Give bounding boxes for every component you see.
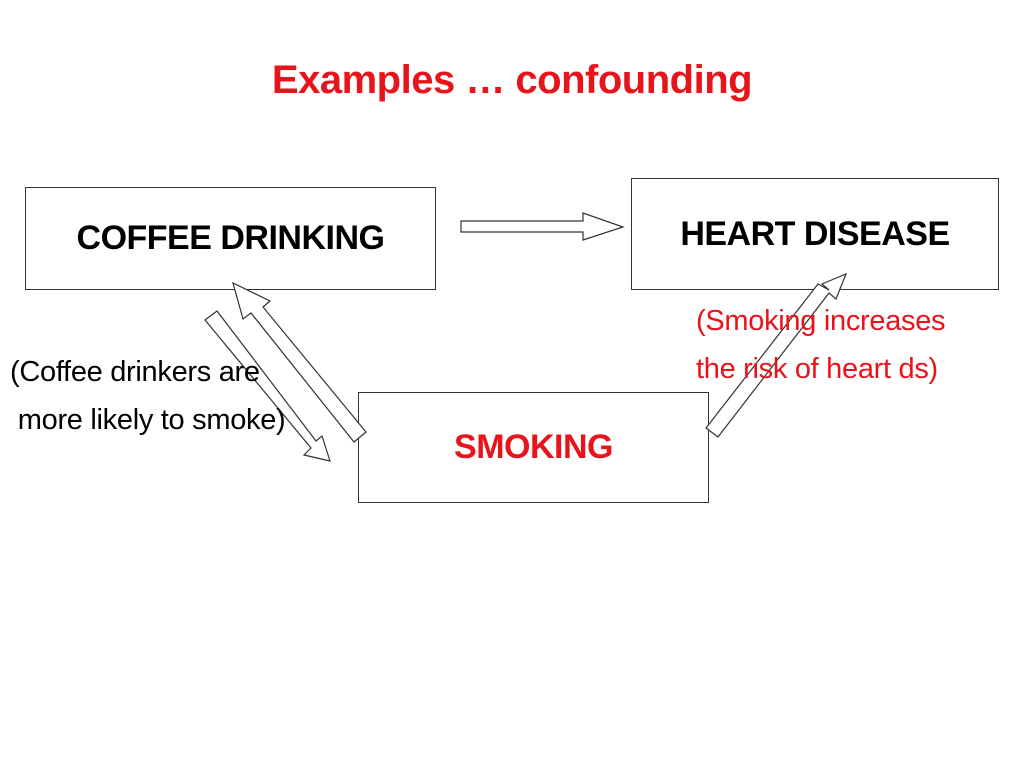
note-smoking-line1: (Smoking increases [696,305,946,337]
arrow-coffee-to-smoking [204,310,331,462]
heart-disease-box: HEART DISEASE [631,178,999,290]
smoking-box: SMOKING [358,392,709,503]
note-coffee-line1: (Coffee drinkers are [10,356,260,388]
note-coffee-smoking: (Coffee drinkers are more likely to smok… [10,348,286,444]
heart-disease-label: HEART DISEASE [680,215,950,253]
slide-title: Examples … confounding [271,58,753,102]
arrow-smoking-to-heart [705,272,848,438]
coffee-drinking-label: COFFEE DRINKING [76,219,385,257]
arrow-smoking-to-coffee [232,281,367,443]
arrow-coffee-to-heart [460,212,625,241]
smoking-label: SMOKING [454,428,613,466]
note-coffee-line2: more likely to smoke) [10,404,286,436]
note-smoking-line2: the risk of heart ds) [696,353,938,385]
note-smoking-heart: (Smoking increases the risk of heart ds) [696,297,946,393]
coffee-drinking-box: COFFEE DRINKING [25,187,436,290]
